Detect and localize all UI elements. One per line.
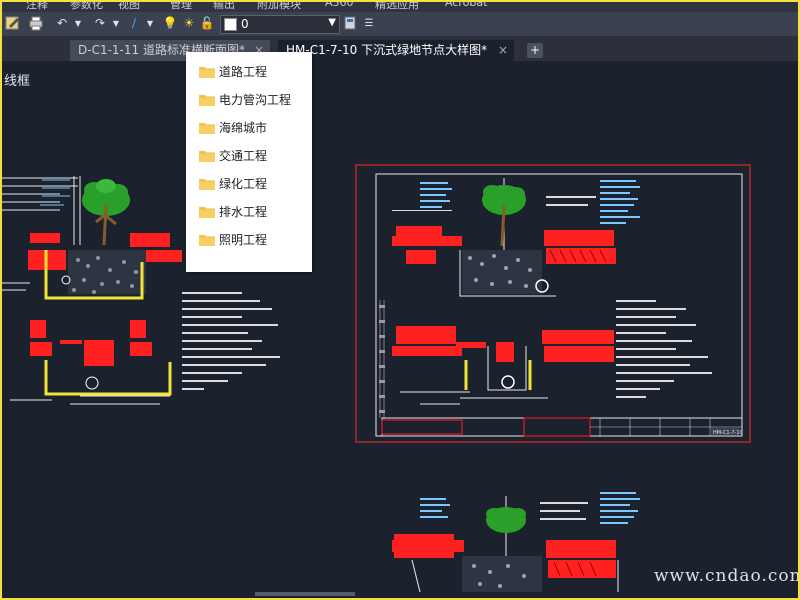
match-properties-icon[interactable]: ∕ <box>131 16 137 30</box>
bottom-drawing <box>392 492 640 593</box>
titleblock-drawing-number: HM-C1-7-10 <box>713 430 743 436</box>
folder-icon <box>199 235 215 246</box>
menu-featured-apps[interactable]: 精选应用 <box>375 0 419 11</box>
tab-sunken-greenbelt-detail[interactable]: HM-C1-7-10 下沉式绿地节点大样图* × <box>278 40 514 61</box>
folder-item-label: 排水工程 <box>219 205 268 219</box>
folder-item-label: 道路工程 <box>219 65 268 79</box>
toolbar-overflow-icon[interactable]: ☰ <box>364 17 374 29</box>
menu-bar: 注释 参数化 视图 管理 输出 附加模块 A360 精选应用 Acrobat <box>0 0 800 12</box>
drawing-canvas[interactable]: HM-C1-7-10 <box>0 62 800 594</box>
undo-dropdown-icon[interactable]: ▼ <box>74 18 82 28</box>
detail-sheet: HM-C1-7-10 <box>355 164 751 443</box>
viewport-style-label[interactable]: 线框 <box>4 74 31 89</box>
layer-freeze-sun-icon[interactable]: ☀ <box>183 16 195 30</box>
watermark: www.cndao.com <box>654 566 800 586</box>
quick-toolbar: ↶ ▼ ↷ ▼ ∕ ▼ 💡 ☀ 🔓 0 ▼ ☰ <box>0 12 800 37</box>
horizontal-scrollbar[interactable] <box>255 592 355 596</box>
folder-icon <box>199 123 215 134</box>
match-dropdown-icon[interactable]: ▼ <box>146 18 154 28</box>
folder-item-traffic-engineering[interactable]: 交通工程 <box>186 144 312 168</box>
chevron-down-icon: ▼ <box>328 17 336 28</box>
undo-icon[interactable]: ↶ <box>56 16 68 30</box>
folder-item-sponge-city[interactable]: 海绵城市 <box>186 116 312 140</box>
folder-item-power-trench[interactable]: 电力管沟工程 <box>186 88 312 112</box>
tab-sunken-greenbelt-detail-label: HM-C1-7-10 下沉式绿地节点大样图* <box>286 43 488 57</box>
folder-icon <box>199 179 215 190</box>
edit-icon[interactable] <box>5 15 21 31</box>
menu-output[interactable]: 输出 <box>213 0 235 11</box>
left-drawing <box>0 176 280 405</box>
layer-properties-icon[interactable] <box>342 15 358 31</box>
layer-color-swatch <box>224 18 237 31</box>
file-tab-bar: D-C1-1-11 道路标准横断面图* × HM-C1-7-10 下沉式绿地节点… <box>0 37 800 61</box>
folder-item-greening[interactable]: 绿化工程 <box>186 172 312 196</box>
menu-view[interactable]: 视图 <box>118 0 140 11</box>
close-icon[interactable]: × <box>497 43 508 57</box>
folder-icon <box>199 151 215 162</box>
layer-select[interactable]: 0 ▼ <box>220 15 340 34</box>
folder-item-label: 照明工程 <box>219 233 268 247</box>
menu-annotate[interactable]: 注释 <box>26 0 48 11</box>
folder-item-label: 绿化工程 <box>219 177 268 191</box>
folder-item-road-engineering[interactable]: 道路工程 <box>186 60 312 84</box>
layer-lock-icon[interactable]: 🔓 <box>199 16 215 30</box>
close-icon[interactable]: × <box>253 43 264 57</box>
folder-item-label: 交通工程 <box>219 149 268 163</box>
layer-on-bulb-icon[interactable]: 💡 <box>162 16 178 30</box>
new-tab-button[interactable]: + <box>527 43 543 58</box>
menu-addins[interactable]: 附加模块 <box>257 0 301 11</box>
menu-a360[interactable]: A360 <box>325 0 354 9</box>
folder-icon <box>199 67 215 78</box>
folder-item-drainage[interactable]: 排水工程 <box>186 200 312 224</box>
menu-parametric[interactable]: 参数化 <box>70 0 103 11</box>
folder-dropdown: 道路工程 电力管沟工程 海绵城市 交通工程 绿化工程 排水工程 照明工程 <box>186 52 312 272</box>
folder-icon <box>199 95 215 106</box>
folder-item-label: 电力管沟工程 <box>219 93 292 107</box>
folder-item-label: 海绵城市 <box>219 121 268 135</box>
layer-select-value: 0 <box>241 17 249 31</box>
folder-icon <box>199 207 215 218</box>
redo-dropdown-icon[interactable]: ▼ <box>112 18 120 28</box>
redo-icon[interactable]: ↷ <box>94 16 106 30</box>
folder-item-lighting[interactable]: 照明工程 <box>186 228 312 252</box>
print-icon[interactable] <box>28 15 44 31</box>
menu-acrobat[interactable]: Acrobat <box>445 0 488 9</box>
menu-manage[interactable]: 管理 <box>170 0 192 11</box>
